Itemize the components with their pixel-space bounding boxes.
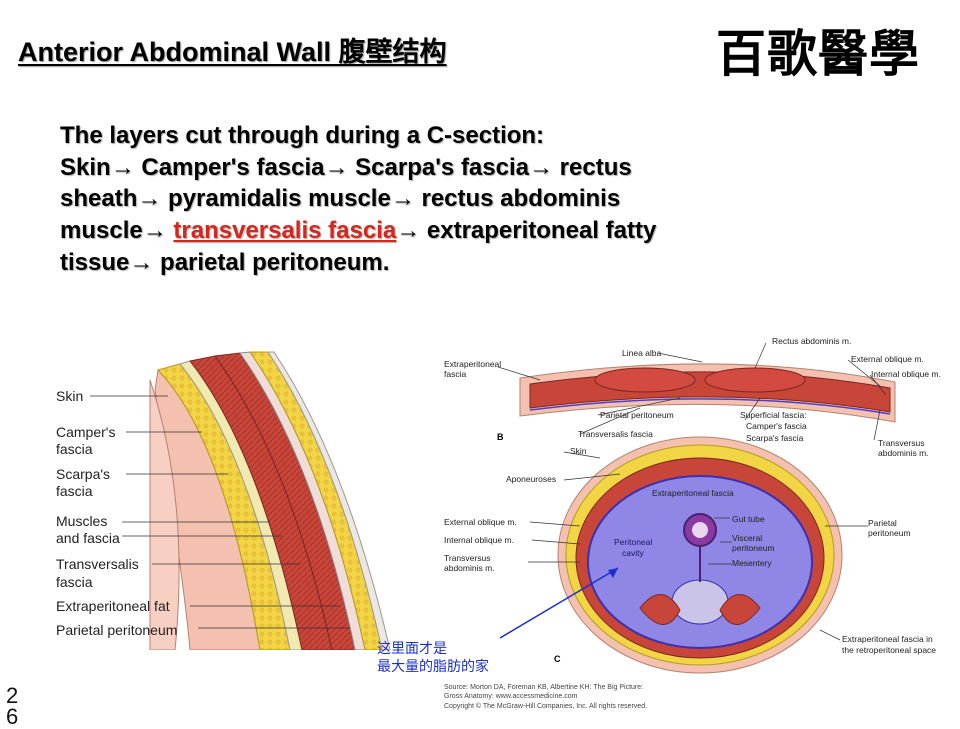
label-transversalis-1: Transversalis [56, 556, 139, 572]
rlabel-linea-alba: Linea alba [622, 348, 662, 358]
rlabel-internal-oblique: Internal oblique m. [444, 535, 514, 545]
body-line-2: Skin→ Camper's fascia→ Scarpa's fascia→ … [60, 153, 632, 181]
arrow-icon: → [390, 185, 415, 213]
rlabel-skin: Skin [570, 446, 587, 456]
rlabel-transversus-b1: Transversus [444, 553, 491, 563]
psoas-right [719, 594, 761, 625]
chinese-note: 这里面才是 最大量的脂肪的家 [377, 640, 489, 675]
label-skin: Skin [56, 388, 84, 404]
rlabel-extraperitoneal-fascia-1: Extraperitoneal [444, 359, 502, 369]
arrow-icon: → [324, 153, 349, 181]
arrow-icon: → [137, 185, 162, 213]
rlabel-aponeuroses: Aponeuroses [506, 474, 557, 484]
rlabel-extraperitoneal-fascia-2: fascia [444, 369, 467, 379]
rlabel-visceral-1: Visceral [732, 533, 763, 543]
rlabel-transversus-2: abdominis m. [878, 448, 929, 458]
source-line-3: Copyright © The McGraw-Hill Companies, I… [444, 702, 648, 710]
rlabel-external-oblique: External oblique m. [444, 517, 517, 527]
arrow-icon: → [142, 217, 167, 245]
slide-title: Anterior Abdominal Wall 腹壁结构 [18, 37, 447, 67]
label-campers-1: Camper's [56, 424, 116, 440]
rlabel-scarpas: Scarpa's fascia [746, 433, 804, 443]
highlight-transversalis-fascia: transversalis fascia [173, 217, 397, 245]
rlabel-mesentery: Mesentery [732, 558, 772, 568]
label-transversalis-2: fascia [56, 574, 93, 590]
body-line-4: muscle→ transversalis fascia→ extraperit… [60, 217, 657, 245]
layers-paragraph: The layers cut through during a C-sectio… [60, 120, 940, 278]
arrow-icon: → [529, 153, 553, 181]
arrow-icon: → [110, 153, 135, 181]
rlabel-parietal-peritoneum: Parietal peritoneum [600, 410, 674, 420]
label-campers-2: fascia [56, 441, 93, 457]
psoas-left [639, 594, 681, 625]
rlabel-peritoneal-1: Peritoneal [614, 537, 653, 547]
source-credit: Source: Morton DA, Foreman KB, Albertine… [444, 683, 647, 711]
rlabel-parietal-1: Parietal [868, 518, 897, 528]
source-line-1: Source: Morton DA, Foreman KB, Albertine… [444, 684, 644, 691]
rlabel-transversus-b2: abdominis m. [444, 563, 495, 573]
label-scarpas-1: Scarpa's [56, 466, 111, 482]
rlabel-rectus-abdominis: Rectus abdominis m. [772, 336, 852, 346]
rlabel-retro-2: the retroperitoneal space [842, 645, 937, 655]
label-extraperitoneal-fat: Extraperitoneal fat [56, 598, 170, 614]
rlabel-transversus-1: Transversus [878, 438, 925, 448]
vertebra [671, 579, 729, 625]
rlabel-superficial-fascia: Superficial fascia: [740, 410, 807, 420]
label-scarpas-2: fascia [56, 483, 93, 499]
rlabel-visceral-2: peritoneum [732, 543, 775, 553]
rlabel-internal-oblique-top: Internal oblique m. [871, 369, 941, 379]
arrow-icon: → [129, 248, 154, 276]
source-line-2: Gross Anatomy: www.accessmedicine.com [444, 693, 578, 701]
rlabel-campers: Camper's fascia [746, 421, 807, 431]
arrow-icon: → [396, 217, 421, 245]
wall-layers-illustration [90, 351, 391, 650]
chinese-note-line-2: 最大量的脂肪的家 [377, 657, 489, 674]
label-muscles-1: Muscles [56, 513, 108, 529]
brand-logo: 百歌醫學 [716, 24, 920, 83]
body-line-1: The layers cut through during a C-sectio… [60, 122, 545, 149]
chinese-note-line-1: 这里面才是 [377, 640, 447, 656]
rectus-left [594, 367, 696, 393]
panel-b-label: B [497, 432, 504, 442]
rlabel-gut-tube: Gut tube [732, 514, 765, 524]
rectus-right [704, 367, 806, 393]
body-line-5: tissue→ parietal peritoneum. [60, 248, 390, 276]
parietal-peritoneum-layer [267, 351, 391, 650]
rlabel-external-oblique-top: External oblique m. [851, 354, 924, 364]
rlabel-parietal-2: peritoneum [868, 528, 911, 538]
body-line-3: sheath→ pyramidalis muscle→ rectus abdom… [60, 185, 621, 213]
label-parietal-peritoneum: Parietal peritoneum [56, 622, 178, 638]
rlabel-transversalis-fascia: Transversalis fascia [578, 429, 653, 439]
label-muscles-2: and fascia [56, 530, 120, 546]
abdomen-cross-section [497, 342, 896, 674]
rlabel-extraperitoneal-fascia: Extraperitoneal fascia [652, 488, 734, 498]
slide-number: 2 6 [6, 683, 19, 729]
rlabel-peritoneal-2: cavity [622, 548, 644, 558]
rlabel-retro-1: Extraperitoneal fascia in [842, 634, 933, 644]
panel-c-label: C [554, 654, 561, 664]
